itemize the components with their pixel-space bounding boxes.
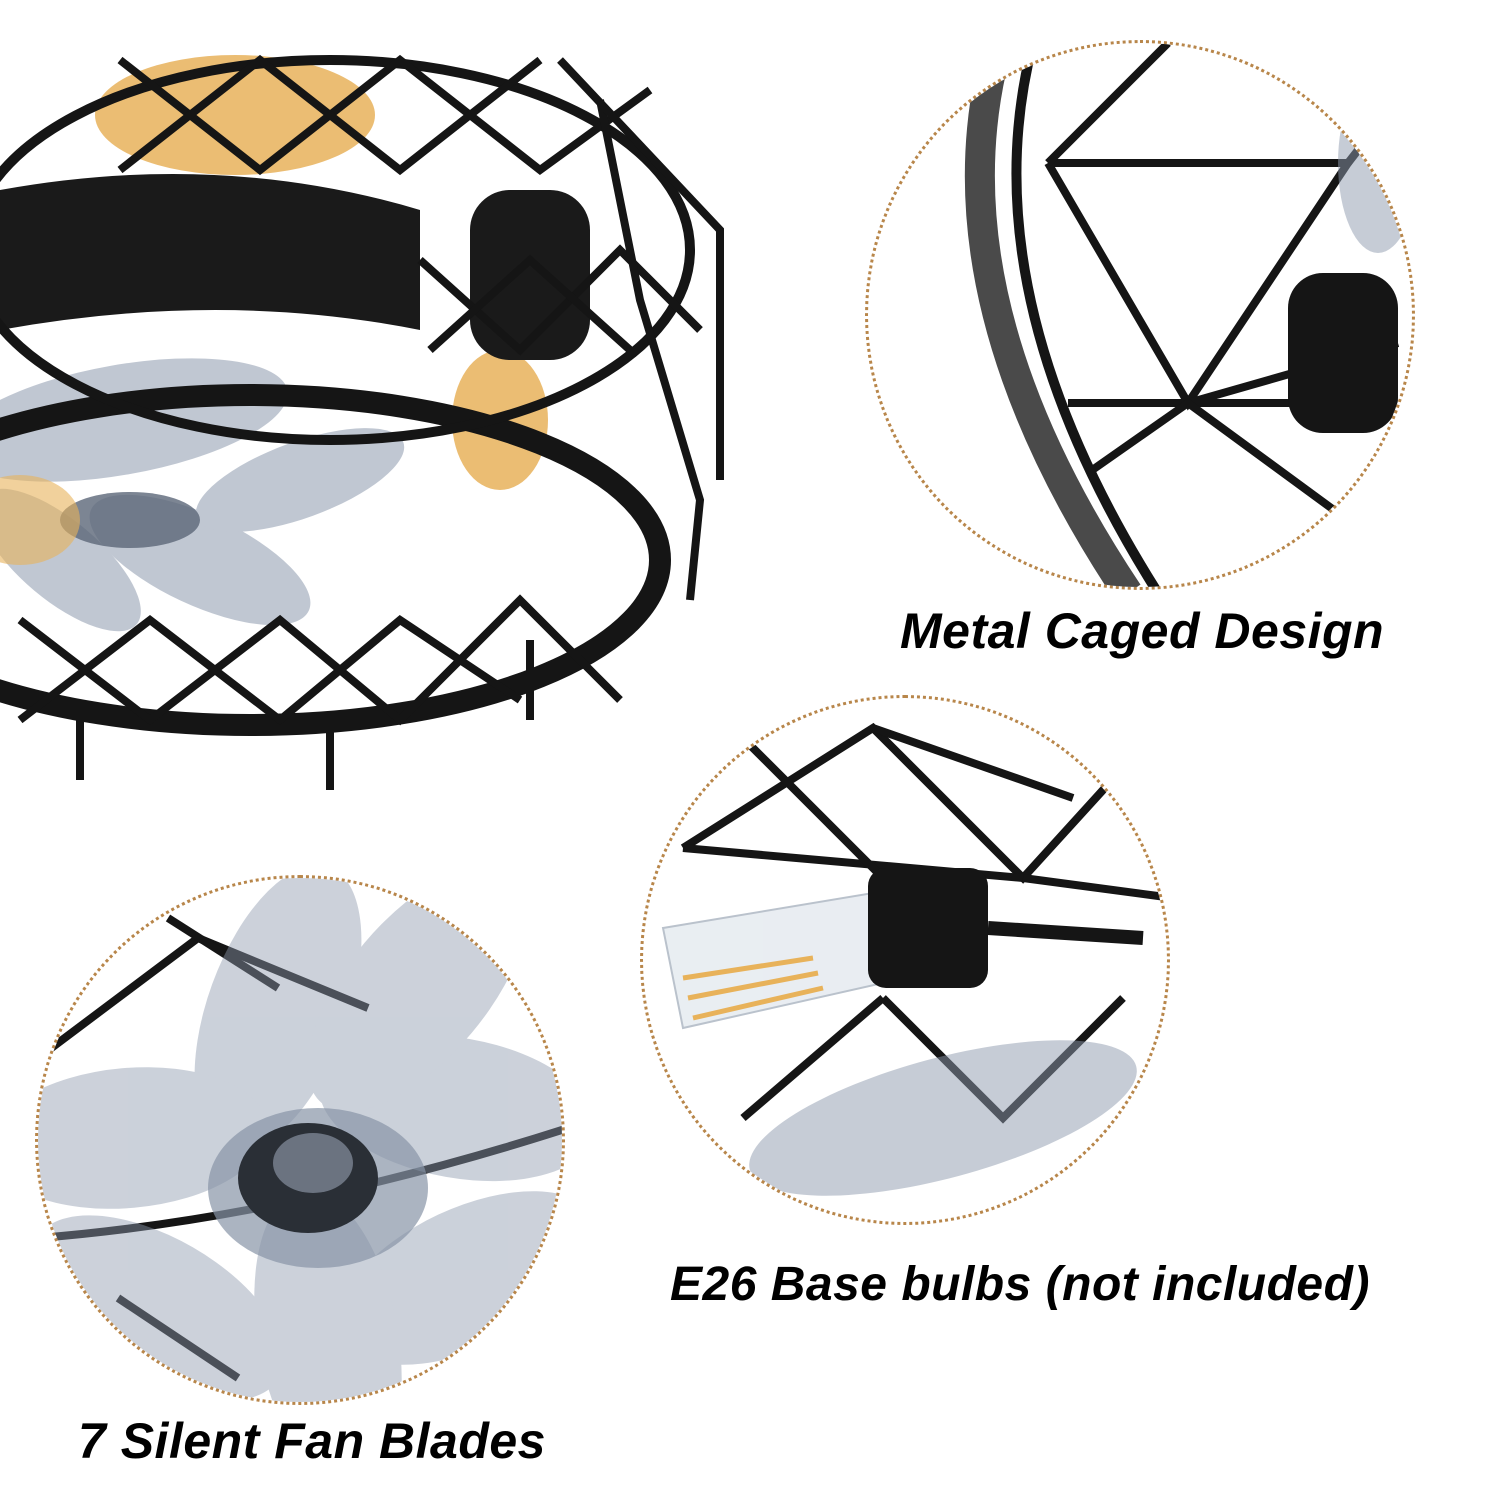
feature-bulbs-caption: E26 Base bulbs (not included) [670,1258,1370,1311]
feature-blades-caption: 7 Silent Fan Blades [78,1413,546,1469]
feature-blades-closeup [35,875,565,1405]
main-product-image [0,0,740,800]
feature-bulbs-closeup [640,695,1170,1225]
feature-cage-closeup [865,40,1415,590]
feature-cage-caption: Metal Caged Design [900,603,1385,659]
